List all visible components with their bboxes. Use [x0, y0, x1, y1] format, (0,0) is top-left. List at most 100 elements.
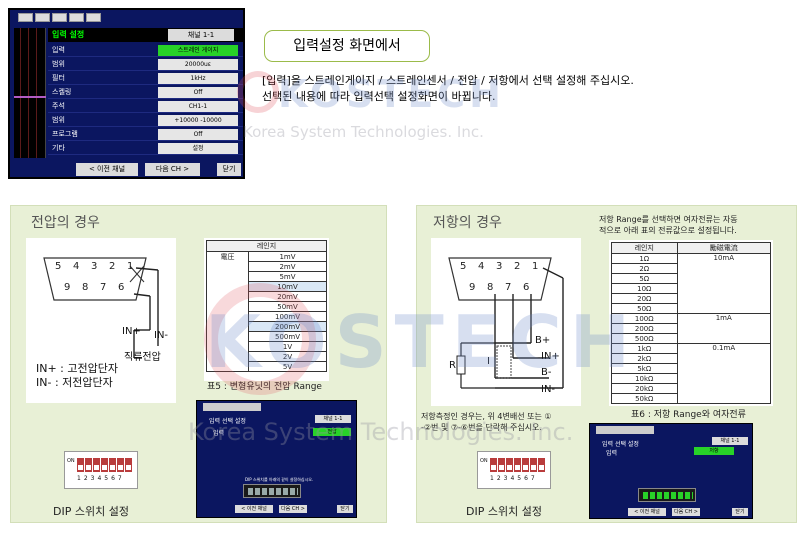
- device-footer-buttons: < 이전 채널 다음 CH > 닫기: [48, 163, 243, 177]
- close-button[interactable]: 닫기: [732, 508, 748, 516]
- row-label: 프로그램: [52, 130, 78, 138]
- next-channel-button[interactable]: 다음 CH >: [672, 508, 700, 516]
- program-value[interactable]: Off: [158, 129, 238, 140]
- setting-row-input[interactable]: 입력 스트레인 게이지: [48, 44, 243, 57]
- waveform-area: [14, 28, 46, 158]
- screen-title: 입력 선택 설정: [209, 418, 246, 425]
- voltage-connector-diagram: 5 4 3 2 1 9 8 7 6 IN+ IN- 직류전압 IN+ : 고전압…: [26, 238, 176, 403]
- range-cell: 5mV: [248, 271, 327, 282]
- setting-row-scale-range[interactable]: 범위+10000 -10000: [48, 114, 243, 127]
- pin-9: 9: [64, 282, 71, 293]
- resistance-title: 저항의 경우: [433, 215, 502, 231]
- description-line-1: [입력]을 스트레인게이지 / 스트레인센서 / 전압 / 저항에서 선택 설정…: [262, 74, 634, 87]
- note-line-2: 적으로 아래 표의 전류값으로 설정됩니다.: [599, 226, 737, 235]
- row-label: 주석: [52, 102, 65, 110]
- pin-9: 9: [469, 282, 476, 293]
- watermark-brand: KOSTECH: [278, 72, 505, 116]
- legend-in-plus: IN+ : 고전압단자: [36, 362, 118, 375]
- voltage-dip-caption: DIP 스위치 설정: [53, 505, 129, 518]
- pause-icon[interactable]: [52, 13, 67, 22]
- row-label: 필터: [52, 74, 65, 82]
- resistor-label: R: [449, 360, 456, 371]
- range-cell: 10Ω: [611, 283, 678, 294]
- watermark-subtitle: Korea System Technologies. Inc.: [243, 123, 484, 141]
- d-sub-connector-icon: [43, 257, 159, 359]
- other-settings-button[interactable]: 설정: [158, 143, 238, 154]
- scale-range-value[interactable]: +10000 -10000: [158, 115, 238, 126]
- d-sub-connector-icon: [448, 257, 564, 389]
- dip-on-label: ON: [480, 458, 488, 464]
- pin-6: 6: [523, 282, 530, 293]
- current-cell: 1mA: [676, 313, 772, 344]
- pin-4: 4: [73, 261, 80, 272]
- watermark-logo-icon: [237, 71, 279, 113]
- voltage-device-screen: 입력 선택 설정 채널 1-1 입력 전압 DIP 스위치를 아래의 같이 설정…: [196, 400, 357, 518]
- resistance-connector-diagram: 5 4 3 2 1 9 8 7 6 B+ IN+ B- IN- R I: [431, 238, 581, 406]
- channel-selector[interactable]: 채널 1-1: [712, 437, 748, 445]
- scaling-value[interactable]: Off: [158, 87, 238, 98]
- play-icon[interactable]: [86, 13, 101, 22]
- resistance-section: 저항의 경우 저항 Range를 선택하면 여자전류는 자동 적으로 아래 표의…: [416, 205, 797, 523]
- dc-voltage-label: 직류전압: [124, 352, 161, 363]
- b-plus-label: B+: [535, 335, 551, 346]
- row-label: 입력: [52, 46, 65, 54]
- resistance-table-caption: 표6 : 저항 Range와 여자전류: [631, 410, 746, 420]
- resistance-device-screen: 입력 선택 설정 채널 1-1 입력 저항 < 이전 채널 다음 CH > 닫기: [589, 423, 753, 519]
- screen-title: 입력 선택 설정: [602, 441, 639, 448]
- prev-channel-button[interactable]: < 이전 채널: [76, 163, 138, 176]
- current-label: I: [487, 356, 490, 367]
- wiring-note-line-1: 저항측정인 경우는, 위 4변배선 또는 ①: [421, 412, 552, 421]
- range-cell: 50kΩ: [611, 393, 678, 404]
- callout-box: 입력설정 화면에서: [264, 30, 430, 62]
- close-button[interactable]: 닫기: [337, 505, 353, 513]
- annotation-value[interactable]: CH1-1: [158, 101, 238, 112]
- next-channel-button[interactable]: 다음 CH >: [145, 163, 200, 176]
- record-icon[interactable]: [35, 13, 50, 22]
- range-cell: 2mV: [248, 261, 327, 272]
- wiring-note: 저항측정인 경우는, 위 4변배선 또는 ① -②번 및 ⑦-⑥번을 단락해 주…: [421, 411, 552, 433]
- next-channel-button[interactable]: 다음 CH >: [279, 505, 307, 513]
- dip-numbers: 1234567: [490, 475, 538, 482]
- range-value[interactable]: 20000uε: [158, 59, 238, 70]
- range-cell: 1Ω: [611, 253, 678, 264]
- setting-row-program[interactable]: 프로그램 Off: [48, 128, 243, 141]
- pin-4: 4: [478, 261, 485, 272]
- row-label: 기타: [52, 144, 65, 152]
- setting-row-annotation[interactable]: 주석 CH1-1: [48, 100, 243, 113]
- pin-5: 5: [55, 261, 62, 272]
- watermark-brand-large: KOSTECH: [205, 300, 639, 384]
- description: [입력]을 스트레인게이지 / 스트레인센서 / 전압 / 저항에서 선택 설정…: [262, 73, 634, 105]
- col-range: 레인지: [611, 242, 678, 254]
- input-value[interactable]: 저항: [694, 447, 734, 455]
- stop-icon[interactable]: [69, 13, 84, 22]
- filter-value[interactable]: 1kHz: [158, 73, 238, 84]
- description-line-2: 선택된 내용에 따라 입력선택 설정화면이 바뀝니다.: [262, 90, 496, 103]
- pin-3: 3: [496, 261, 503, 272]
- pin-2: 2: [514, 261, 521, 272]
- channel-selector[interactable]: 채널 1-1: [315, 415, 351, 423]
- pin-8: 8: [82, 282, 89, 293]
- channel-selector[interactable]: 채널 1-1: [168, 29, 234, 41]
- watermark-subtitle-large: Korea System Technologies. Inc.: [188, 418, 574, 446]
- input-type-value[interactable]: 스트레인 게이지: [158, 45, 238, 56]
- panel-titlebar: 입력 설정 채널 1-1: [48, 28, 243, 42]
- in-plus-label: IN+: [541, 351, 560, 362]
- pin-7: 7: [505, 282, 512, 293]
- range-cell: 1mV: [248, 251, 327, 262]
- input-label: 입력: [213, 430, 225, 437]
- setting-row-filter[interactable]: 필터 1kHz: [48, 72, 243, 85]
- range-cell: 20kΩ: [611, 383, 678, 394]
- dip-switch-icon: [243, 484, 301, 498]
- prev-channel-button[interactable]: < 이전 채널: [628, 508, 666, 516]
- col-current: 勵磁電流: [676, 242, 772, 254]
- dip-hint: DIP 스위치를 아래의 같이 설정하십시오.: [245, 477, 314, 482]
- setting-row-other[interactable]: 기타 설정: [48, 142, 243, 155]
- pin-8: 8: [487, 282, 494, 293]
- close-button[interactable]: 닫기: [217, 163, 241, 176]
- input-value[interactable]: 전압: [313, 428, 351, 436]
- menu-icon[interactable]: [18, 13, 33, 22]
- prev-channel-button[interactable]: < 이전 채널: [235, 505, 273, 513]
